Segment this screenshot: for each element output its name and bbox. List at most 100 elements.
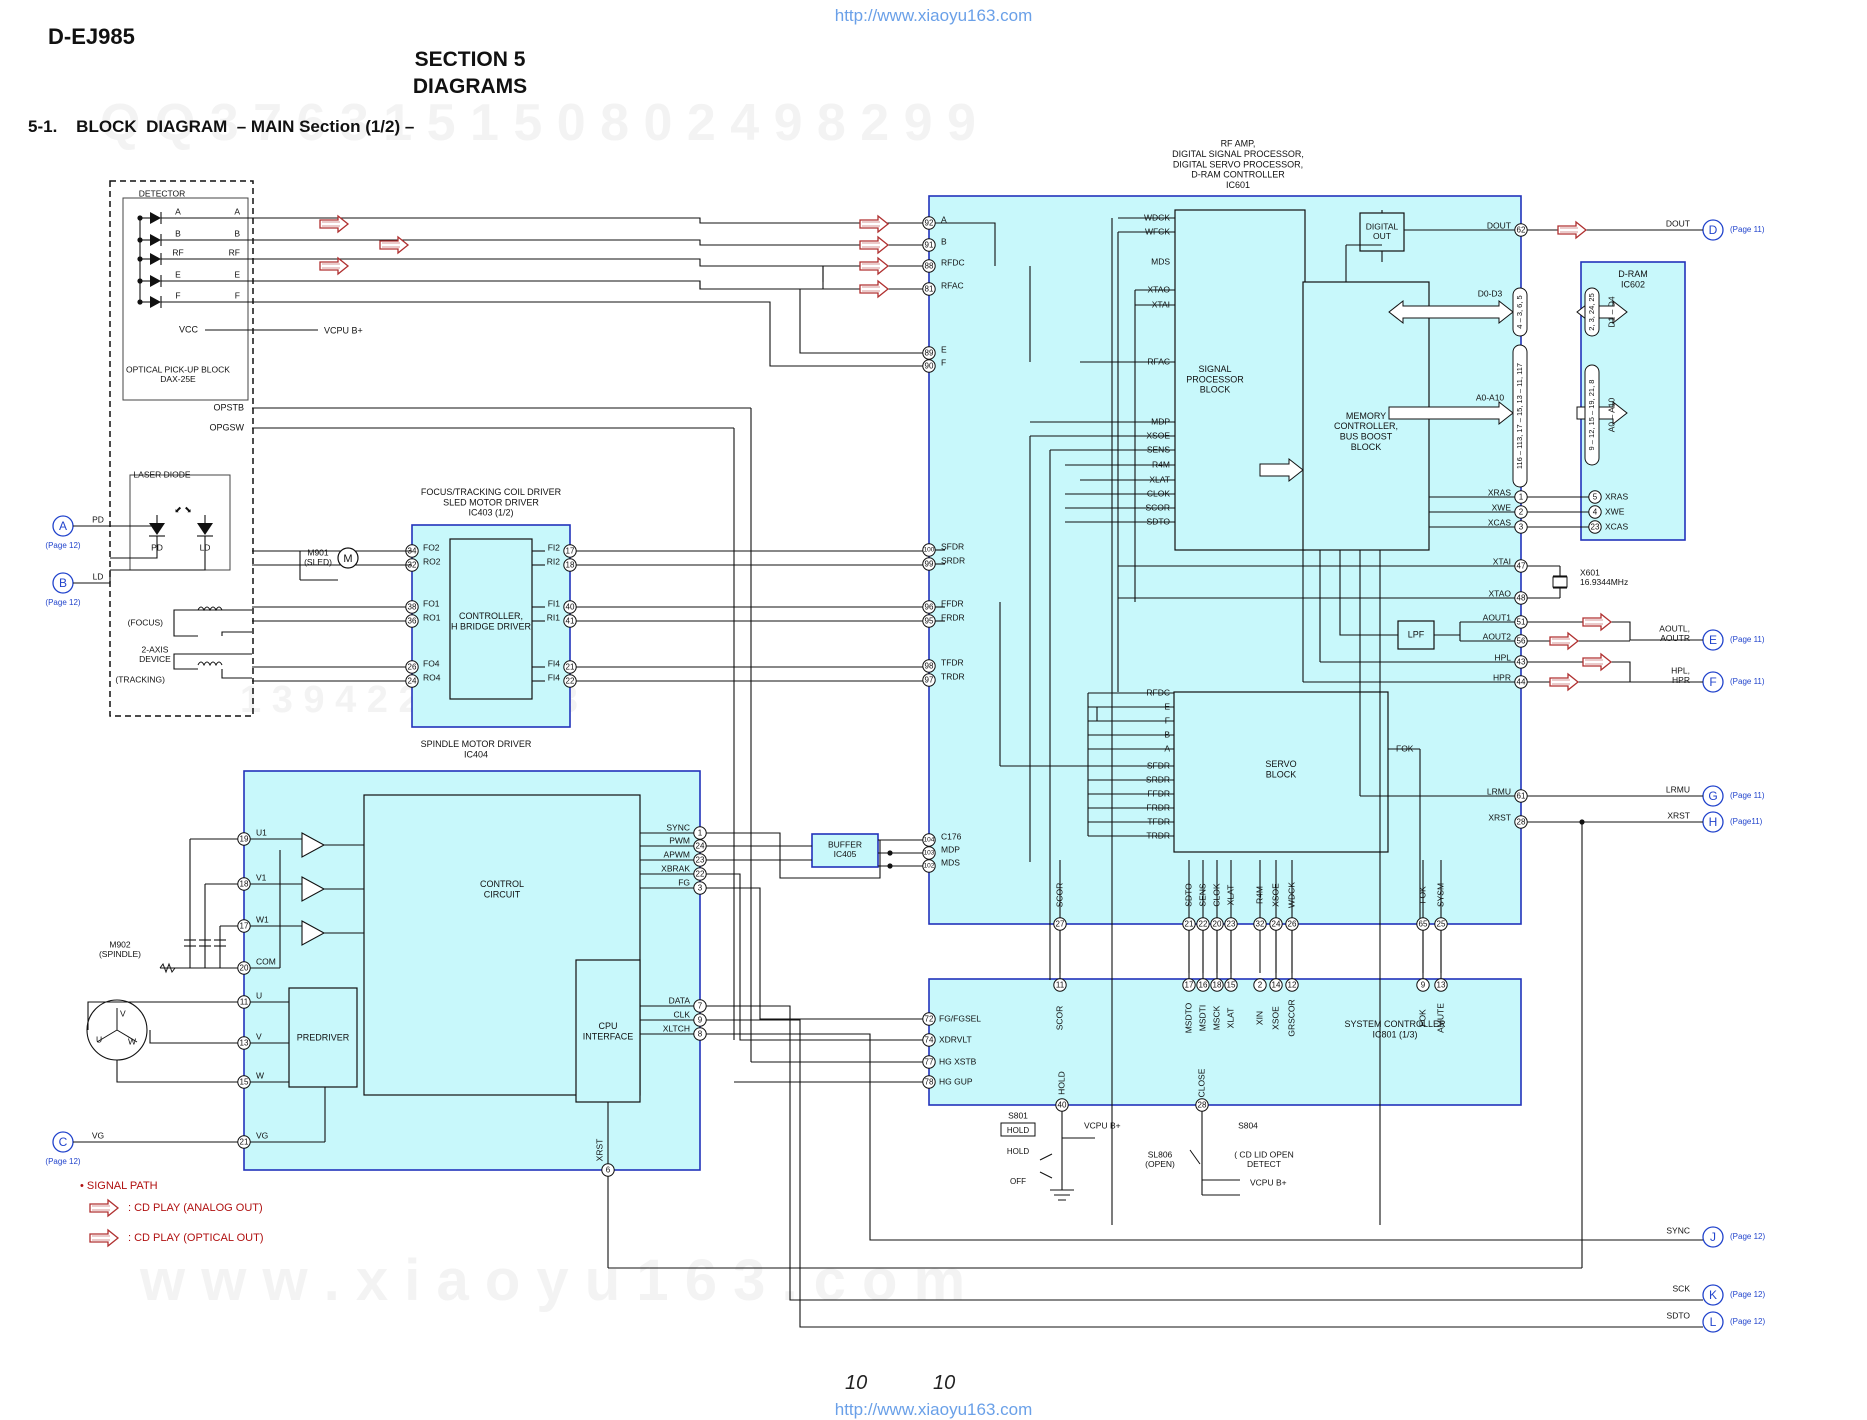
pin-number: 2 xyxy=(1519,508,1524,517)
crystal-label: 16.9344MHz xyxy=(1580,577,1628,587)
junction-dot xyxy=(1579,819,1585,825)
connector-page-ref: (Page11) xyxy=(1730,817,1763,826)
laser-diode-box xyxy=(129,474,231,571)
signal-arrow-icon xyxy=(1585,659,1603,665)
switch-icon xyxy=(1189,1149,1201,1165)
signal-processor-label: BLOCK xyxy=(1200,385,1231,395)
pin-number: 56 xyxy=(1517,637,1526,646)
legend-analog-icon xyxy=(89,1198,120,1218)
predriver-block xyxy=(288,987,358,1088)
footer-url[interactable]: http://www.xiaoyu163.com xyxy=(834,1400,1033,1419)
connector-page-ref: (Page 12) xyxy=(45,541,80,550)
pin-number: 95 xyxy=(925,617,934,626)
pin-number: 22 xyxy=(566,677,575,686)
ic601-title: IC601 xyxy=(1226,180,1250,190)
diode-icon xyxy=(150,275,161,287)
sl806-label: SL806 xyxy=(1148,1149,1173,1159)
ic601-right-pin-label: HPR xyxy=(1493,672,1511,682)
wire xyxy=(706,873,923,1041)
ic801-block xyxy=(928,978,1522,1106)
memory-controller-label: MEMORY xyxy=(1346,411,1386,421)
signal-processor-label: SIGNAL xyxy=(1198,364,1231,374)
optical-pickup-label: OPTICAL PICK-UP BLOCK xyxy=(126,364,230,374)
pin-number: 7 xyxy=(698,1002,703,1011)
pin-number: 26 xyxy=(1288,920,1297,929)
connector-signal-label: DOUT xyxy=(1666,218,1690,228)
ic801-bottom-pin-label: HOLD xyxy=(1056,1071,1066,1095)
sled-motor-label: M901 xyxy=(307,547,329,557)
signal-arrow-icon xyxy=(322,263,340,269)
pin-number: 24 xyxy=(696,842,705,851)
diagram-title: 5-1. BLOCK DIAGRAM – MAIN Section (1/2) … xyxy=(28,117,415,136)
ic602-title: IC602 xyxy=(1621,280,1645,290)
ic801-left-pin-label: FG/FGSEL xyxy=(939,1013,981,1023)
ic601-pin-label: F xyxy=(941,357,946,367)
pin-number: 16 xyxy=(1199,981,1208,990)
signal-arrow-icon xyxy=(1582,652,1613,672)
ic801-left-pin-label: HG XSTB xyxy=(939,1056,977,1066)
ic403-pin-label: RI1 xyxy=(547,612,561,622)
signal-arrow-icon xyxy=(1549,672,1580,692)
pin-number: 9 xyxy=(1421,981,1426,990)
pin-circle xyxy=(1253,978,1267,992)
predriver-label: PREDRIVER xyxy=(297,1032,350,1042)
header-url[interactable]: http://www.xiaoyu163.com xyxy=(834,6,1033,25)
ic404-pin-label: V xyxy=(256,1031,262,1041)
ic602-pin-label: XWE xyxy=(1605,506,1625,516)
bus-a-pins: 116 – 113, 17 – 15, 13 – 11, 117 xyxy=(1515,363,1524,469)
connector-G: G xyxy=(1708,789,1717,803)
ic404-pin-label: SYNC xyxy=(666,822,690,832)
pin-number: 20 xyxy=(1213,920,1222,929)
pin-number: 104 xyxy=(924,837,935,844)
servo-pin-label: TRDR xyxy=(1146,830,1170,840)
control-circuit-label: CIRCUIT xyxy=(484,890,521,900)
cd-lid-label: ( CD LID OPEN xyxy=(1234,1149,1294,1159)
ic601-right-pin-label: DOUT xyxy=(1487,220,1511,230)
ic601-bottom-pin-label: WDCK xyxy=(1286,882,1296,908)
off-position-label: OFF xyxy=(1010,1177,1026,1186)
connector-signal-label: XRST xyxy=(1667,810,1690,820)
detector-pin-label: E xyxy=(234,269,240,279)
wire xyxy=(173,653,252,670)
bus-a-label: A0-A10 xyxy=(1476,392,1505,402)
signal-arrow-icon xyxy=(859,279,890,299)
ic404-pin-label: XBRAK xyxy=(661,863,690,873)
pin-number: 32 xyxy=(1256,920,1265,929)
ic403-pin-label: RO2 xyxy=(423,556,441,566)
junction-dot xyxy=(137,299,143,305)
connector-page-ref: (Page 11) xyxy=(1730,677,1765,686)
pin-number: 5 xyxy=(1593,493,1598,502)
signal-arrow-icon xyxy=(319,214,350,234)
pin-number: 23 xyxy=(696,856,705,865)
signal-arrow-icon xyxy=(89,1228,120,1248)
ic801-top-pin-label: XSOE xyxy=(1270,1006,1280,1030)
ic403-title: SLED MOTOR DRIVER xyxy=(443,497,539,507)
signal-block-pin-label: XLAT xyxy=(1149,474,1170,484)
ic403-pin-label: FO1 xyxy=(423,598,440,608)
bus-pin-capsule xyxy=(1584,287,1600,337)
servo-pin-label: RFDC xyxy=(1146,687,1170,697)
pin-number: 62 xyxy=(1517,226,1526,235)
pin-number: 12 xyxy=(1288,981,1297,990)
wire xyxy=(252,280,929,290)
signal-arrow-icon xyxy=(379,235,410,255)
vcc-label: VCC xyxy=(179,324,199,334)
ic403-pin-label: RO1 xyxy=(423,612,441,622)
ic405-block xyxy=(811,833,879,868)
signal-arrow-icon xyxy=(1582,652,1613,672)
pin-number: 47 xyxy=(1517,562,1526,571)
connector-signal-label: HPL, xyxy=(1671,665,1690,675)
ic801-top-pin-label: FOK xyxy=(1417,1009,1427,1027)
bus-d-label: D0-D3 xyxy=(1478,288,1503,298)
wire xyxy=(706,887,923,1020)
page-number-left: 10 xyxy=(845,1372,868,1394)
servo-pin-label: TFDR xyxy=(1147,816,1170,826)
ic801-top-pin-label: MSDTI xyxy=(1197,1005,1207,1031)
pin-number: 28 xyxy=(1198,1101,1207,1110)
ic601-pin-label: FFDR xyxy=(941,598,964,608)
connector-page-ref: (Page 11) xyxy=(1730,791,1765,800)
pin-circle xyxy=(922,659,936,673)
connector-B: B xyxy=(59,576,67,590)
pin-number: 23 xyxy=(1591,523,1600,532)
optical-pickup-label: DAX-25E xyxy=(160,374,196,384)
